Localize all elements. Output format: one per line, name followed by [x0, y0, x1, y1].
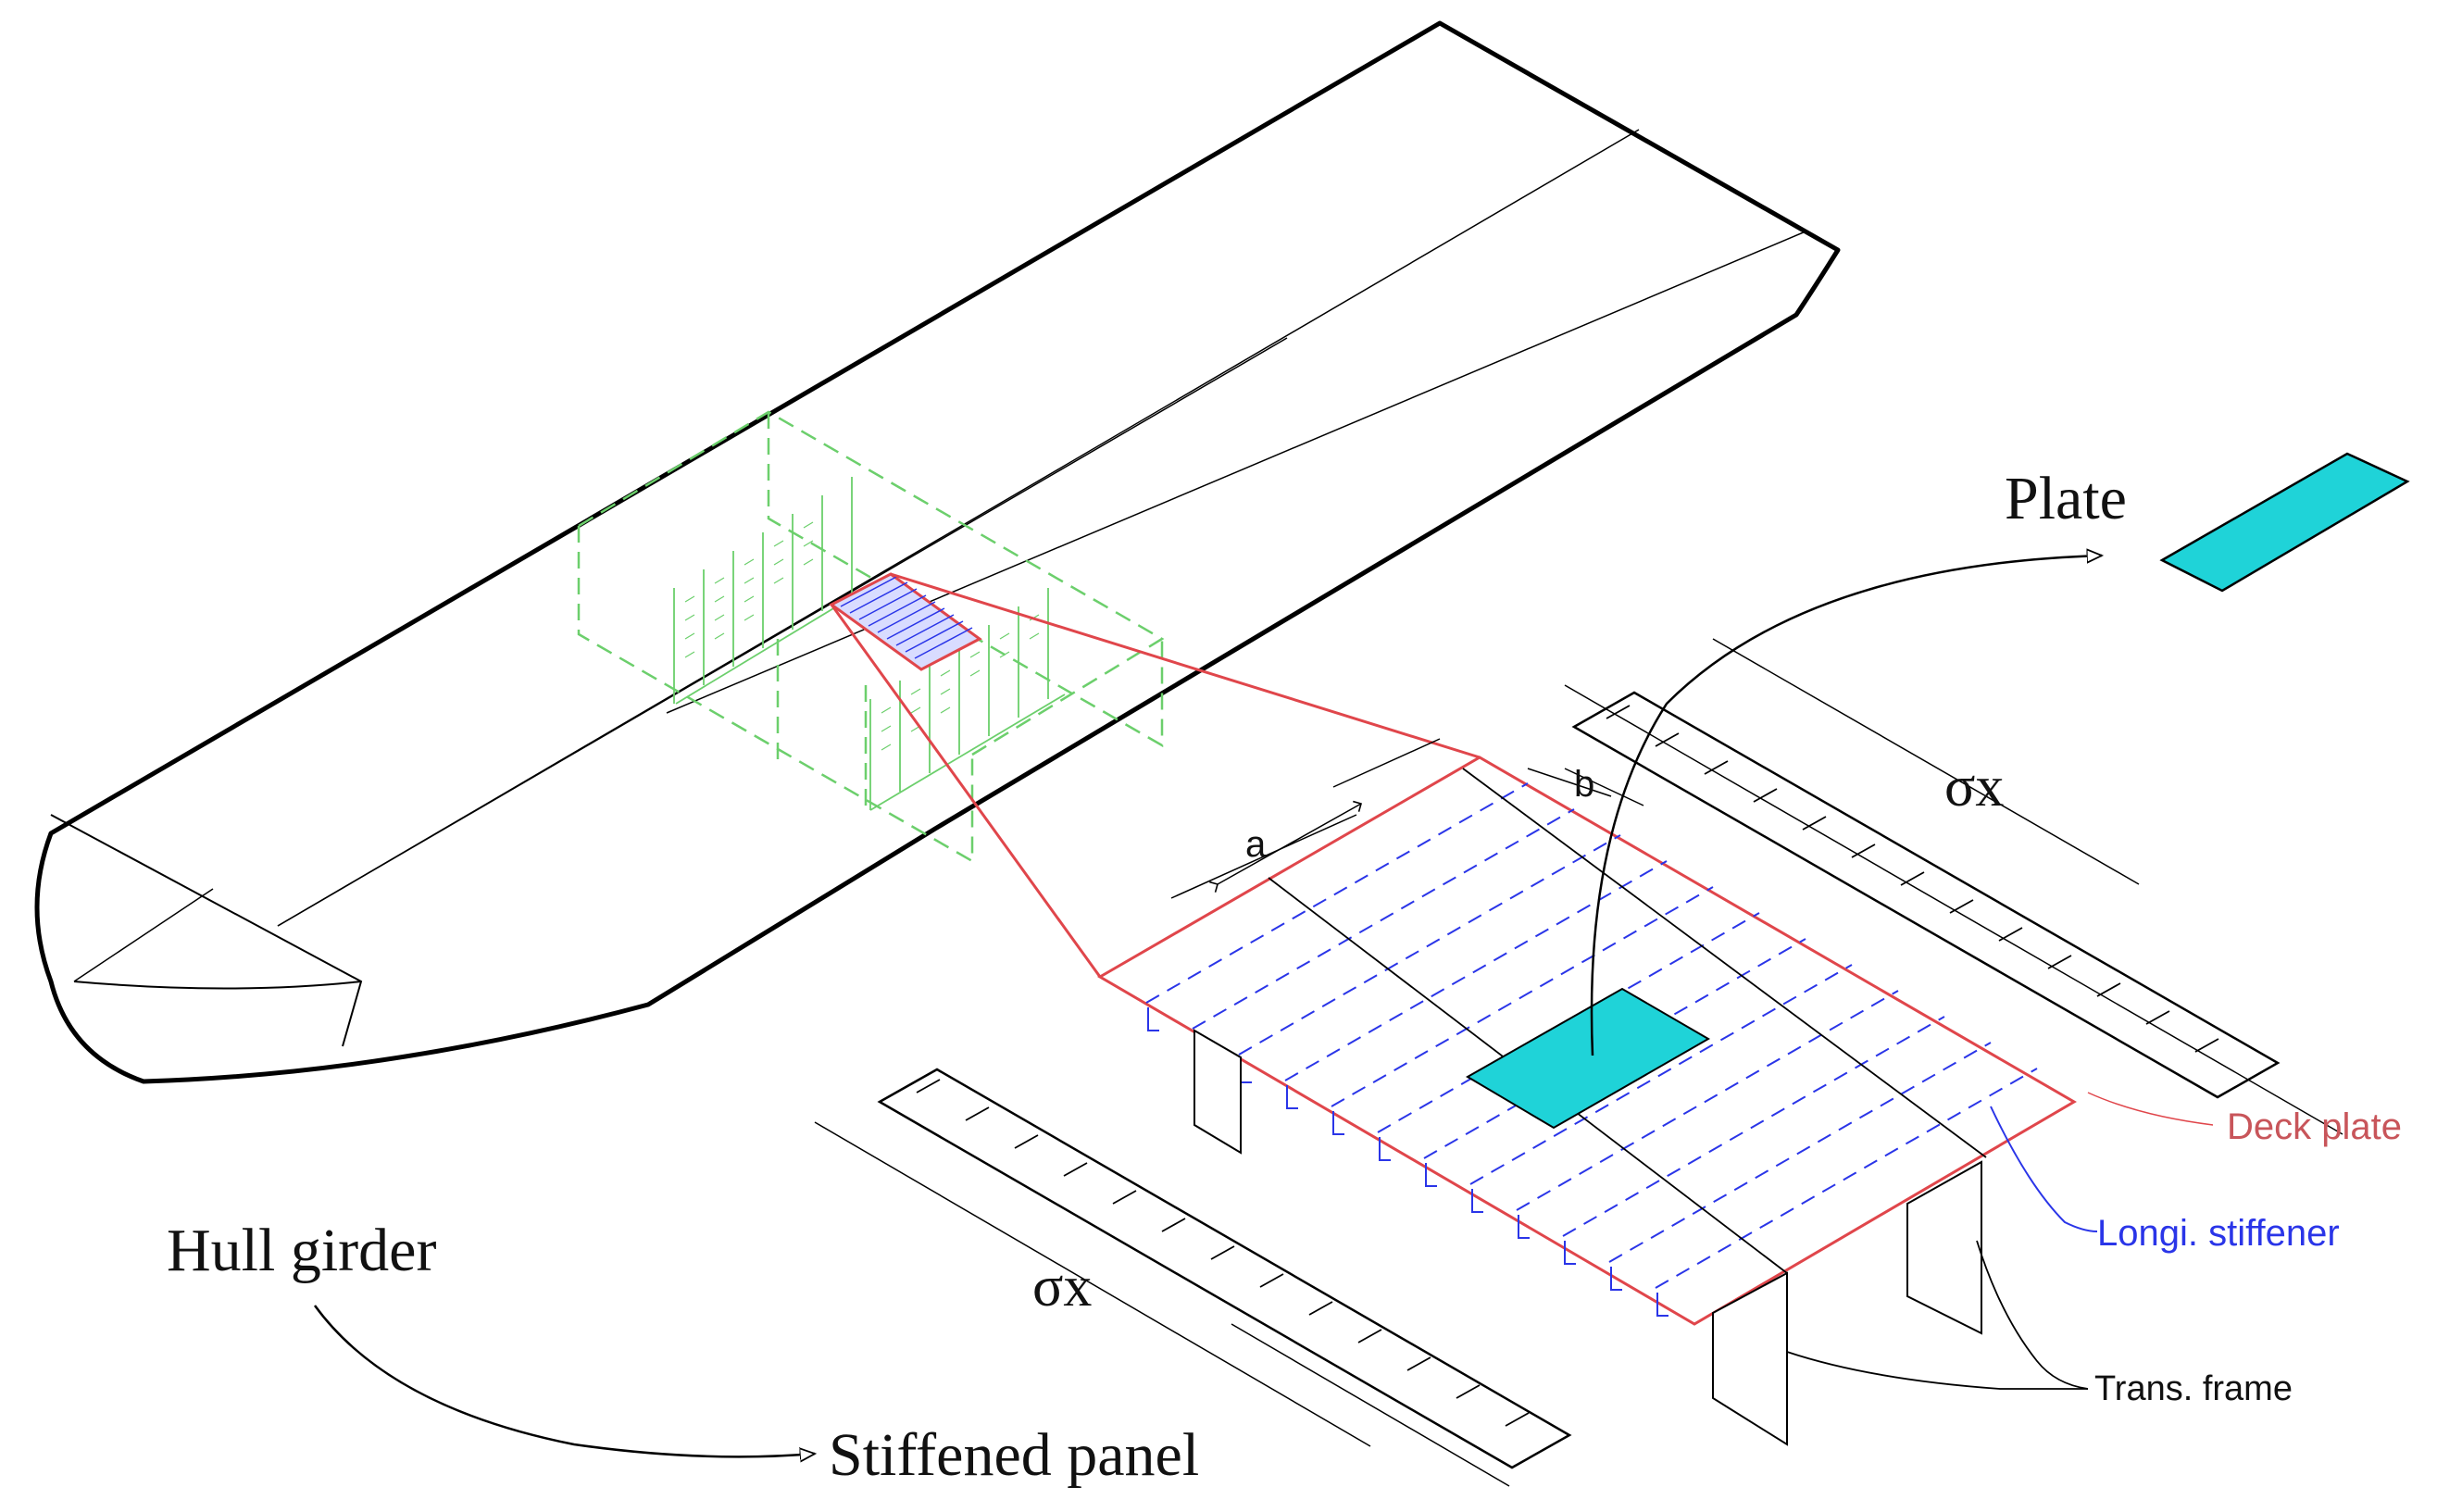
- dimension-lines: [1170, 738, 1644, 899]
- label-trans-frame: Trans. frame: [2094, 1369, 2293, 1408]
- zoom-lines: [830, 572, 1481, 978]
- deck-patch-on-hull: [829, 572, 982, 671]
- hull-deck-line-lower: [277, 337, 1288, 927]
- compartment-top-frame: [578, 410, 1165, 756]
- frame-web-left: [1194, 1029, 1242, 1155]
- label-sigma-x-top: σx: [1944, 756, 2004, 818]
- label-deck-plate: Deck plate: [2227, 1106, 2402, 1147]
- label-dim-b: b: [1574, 764, 1594, 805]
- arrow-trans-frame-1: [1786, 1351, 2088, 1390]
- arrow-stiffened-panel: [313, 1305, 815, 1456]
- plate-icon: [2159, 452, 2410, 593]
- dim-b-extension: [1527, 768, 1612, 797]
- frame-web-right: [1906, 1160, 1982, 1335]
- plate-element: [1466, 987, 1710, 1130]
- stress-block-bottom: [814, 1068, 1572, 1487]
- dim-a-line: [1209, 800, 1362, 893]
- hull-girder-shape: [34, 20, 1841, 1084]
- hull-outline: [34, 20, 1841, 1084]
- compartment-cell-hatching: [684, 521, 1040, 751]
- label-hull-girder: Hull girder: [167, 1217, 436, 1284]
- compartment-mid-frame: [577, 526, 974, 864]
- label-sigma-x-bottom: σx: [1032, 1256, 1092, 1318]
- compartment-back-frame: [767, 412, 1164, 748]
- compartment-cells-left: [673, 477, 853, 705]
- dim-b-line: [1564, 768, 1644, 806]
- dim-a-extension-right: [1332, 738, 1441, 788]
- transverse-frame-webs: [1194, 1029, 1982, 1446]
- label-longi-stiffener: Longi. stiffener: [2097, 1213, 2340, 1254]
- arrow-plate: [1590, 556, 2102, 1056]
- arrow-deck-plate: [2087, 1092, 2214, 1126]
- arrow-trans-frame-2: [1976, 1240, 2089, 1390]
- label-plate: Plate: [2005, 465, 2127, 532]
- arrow-longi-stiffener: [1990, 1106, 2098, 1232]
- hull-bow-flat: [73, 981, 362, 990]
- label-dim-a: a: [1245, 824, 1267, 865]
- hull-bow-flare: [50, 814, 363, 1047]
- stress-block-top: [1564, 638, 2343, 1135]
- label-stiffened-panel: Stiffened panel: [829, 1421, 1199, 1489]
- compartment-block: [577, 410, 1165, 864]
- compartment-cells-right: [869, 588, 1066, 811]
- hull-deck-line-side: [666, 231, 1806, 714]
- connector-arrows: [313, 556, 2214, 1456]
- stiffened-panel: [1097, 738, 2077, 1446]
- hull-bow-keel: [73, 888, 214, 982]
- frame-web-mid: [1712, 1271, 1788, 1446]
